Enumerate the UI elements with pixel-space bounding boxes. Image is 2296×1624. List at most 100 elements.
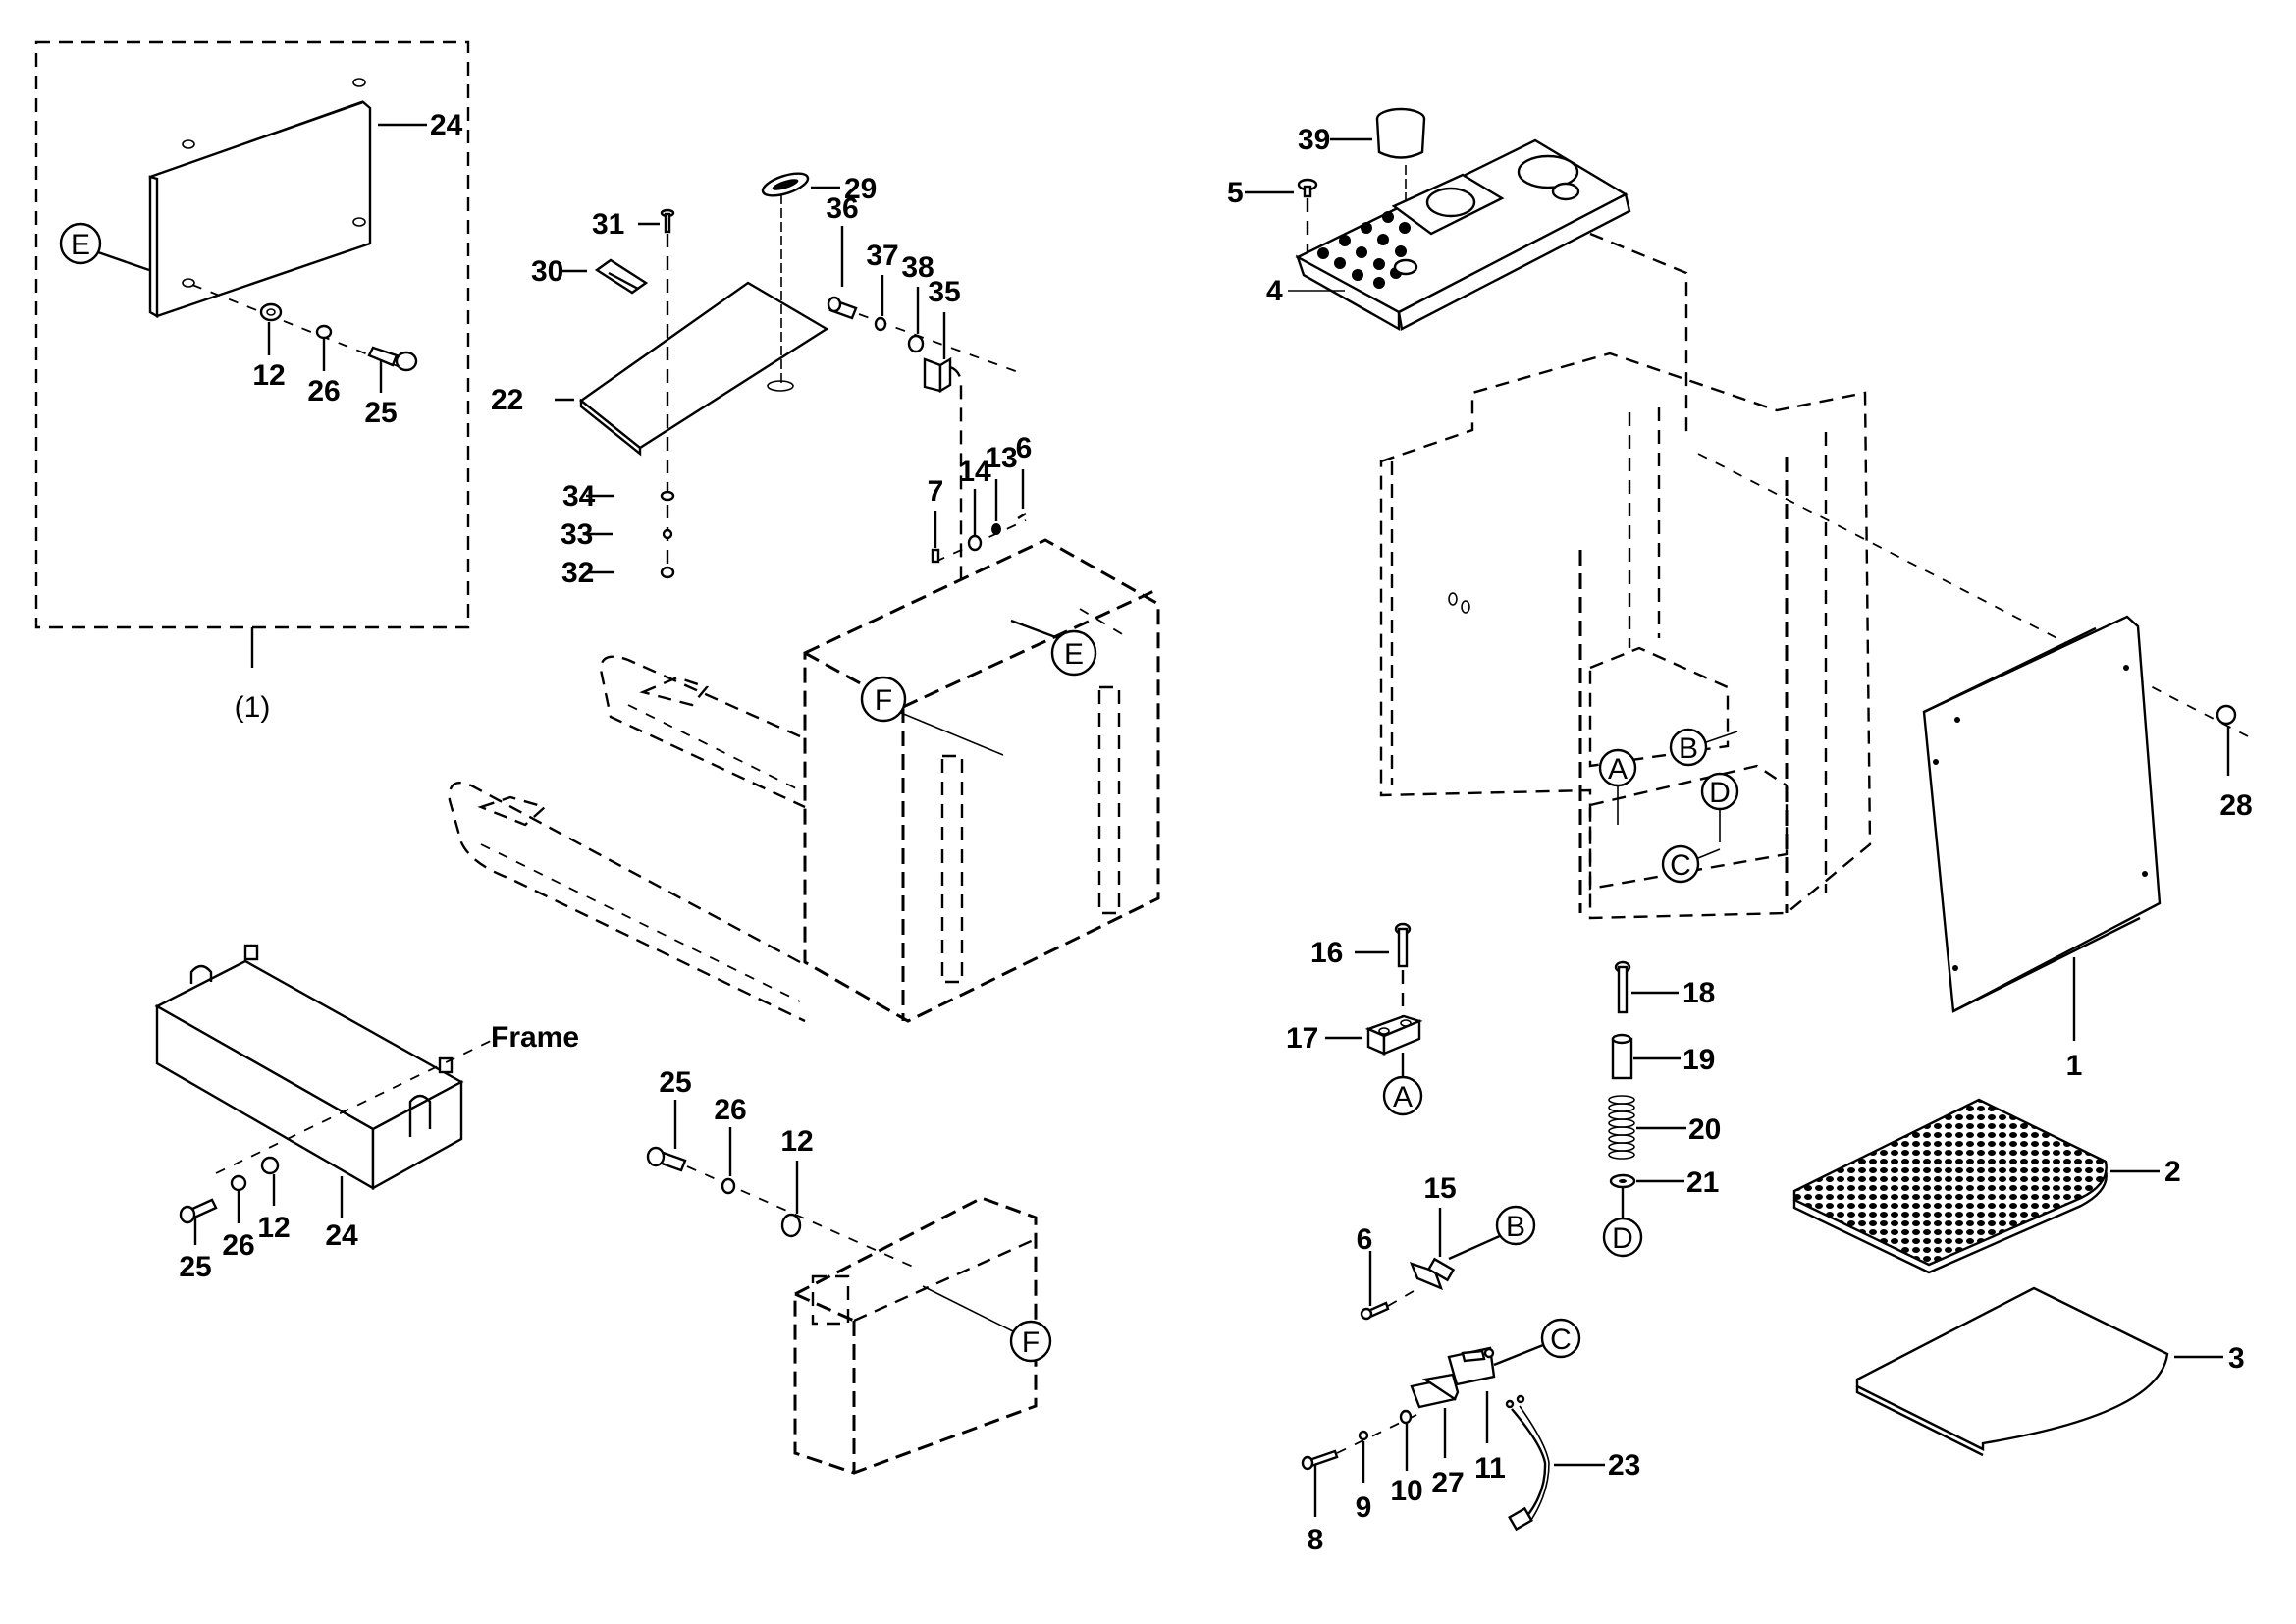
washer-icon (1399, 1409, 1413, 1425)
ref-label: A (1393, 1081, 1413, 1113)
ref-circle-e-kit (59, 222, 102, 265)
part-label: 6 (1357, 1223, 1373, 1256)
part-label: 28 (2219, 789, 2252, 822)
part-label: 24 (430, 109, 463, 141)
floor-plate (1855, 1286, 2169, 1451)
kit-label: (1) (235, 691, 271, 724)
screw-icon (931, 548, 940, 564)
ref-circle-f-frame (860, 676, 907, 723)
part-label: 4 (1266, 275, 1283, 307)
part-label: 8 (1308, 1524, 1324, 1556)
part-label: 12 (780, 1125, 813, 1158)
part-label: 26 (714, 1094, 746, 1126)
nut-icon (991, 523, 1001, 535)
washer-icon (259, 302, 283, 322)
kit-boundary (34, 40, 470, 629)
part-label: 26 (222, 1229, 254, 1262)
part-label: 20 (1688, 1113, 1721, 1146)
top-plate (579, 281, 829, 450)
part-label: 25 (179, 1251, 211, 1283)
ref-circle-e-frame (1050, 629, 1097, 677)
pin-icon (827, 296, 858, 320)
washer-icon (874, 316, 887, 332)
part-label: 13 (985, 442, 1017, 474)
floor-mat (1792, 1098, 2108, 1267)
part-label: 19 (1682, 1044, 1715, 1076)
ref-label: E (71, 229, 90, 261)
ref-circle-b-detail (1495, 1205, 1536, 1246)
washer-icon (780, 1213, 802, 1238)
microswitch-icon (1447, 1346, 1496, 1386)
part-label: 5 (1227, 177, 1244, 209)
stop-block-group: 16 17 A (1286, 922, 1423, 1116)
ref-label: D (1612, 1222, 1633, 1255)
switch-group: 8 9 10 27 11 C 23 (1301, 1318, 1640, 1556)
counterweight-group: Frame 24 12 26 25 (154, 944, 579, 1283)
part-label: 18 (1682, 977, 1715, 1009)
part-label: 23 (1608, 1449, 1640, 1482)
part-label: 25 (659, 1066, 691, 1099)
lock-washer-icon (230, 1174, 247, 1192)
part-label: 35 (928, 276, 960, 308)
washer-icon (660, 490, 675, 502)
washer-icon (260, 1156, 280, 1175)
floor-plate-group: 3 (1855, 1286, 2245, 1457)
part-label: 2 (2164, 1156, 2181, 1188)
lock-washer-icon (1358, 1430, 1369, 1441)
spring-icon (1608, 1095, 1635, 1160)
part-label: 32 (561, 557, 594, 589)
kit-1-group: (1) 24 E 12 26 25 (34, 40, 470, 724)
part-label: 39 (1298, 124, 1330, 156)
pin-bracket-icon (1409, 1257, 1456, 1291)
part-label: 14 (958, 456, 991, 488)
part-label: 29 (844, 173, 877, 205)
part-label: 9 (1356, 1491, 1372, 1524)
battery-body (793, 1196, 1038, 1475)
ref-label: D (1709, 777, 1731, 809)
ref-circle-b-body (1669, 728, 1708, 767)
bolt-icon (179, 1198, 218, 1224)
pin-bracket-group: 6 15 B (1357, 1172, 1536, 1321)
part-label: 21 (1686, 1166, 1719, 1199)
cup-holder-icon (1375, 107, 1426, 159)
battery-group: 25 26 12 F (646, 1066, 1052, 1475)
part-label: 7 (928, 475, 944, 508)
ref-label: C (1670, 849, 1691, 882)
part-label: 26 (307, 375, 340, 407)
screw-icon (2216, 704, 2237, 726)
part-label: 33 (561, 518, 593, 551)
ref-label: F (875, 684, 892, 717)
part-label: 25 (364, 397, 397, 429)
ref-label: C (1550, 1324, 1572, 1356)
top-plate-group: 22 29 31 30 34 33 32 (491, 172, 877, 589)
ref-circle-a-detail (1382, 1075, 1423, 1116)
bolt-icon (1360, 1301, 1390, 1321)
block-icon (1364, 1014, 1423, 1056)
part-label: 10 (1390, 1475, 1422, 1507)
lock-washer-icon (662, 528, 673, 540)
ref-label: F (1022, 1326, 1040, 1359)
lock-washer-icon (721, 1177, 736, 1195)
washer-icon (967, 534, 983, 552)
part-label: 11 (1474, 1452, 1506, 1485)
ref-label: A (1608, 753, 1628, 785)
frame-fasteners-group: 7 14 13 6 (928, 432, 1032, 564)
part-label: 38 (901, 251, 934, 284)
part-label: 1 (2066, 1050, 2083, 1082)
part-label: 27 (1431, 1467, 1464, 1499)
hinge-bracket-icon (923, 357, 942, 393)
wire-harness-icon (1505, 1394, 1550, 1532)
screw-icon (1017, 512, 1027, 520)
part-label: 12 (252, 359, 285, 392)
part-label: 34 (562, 480, 596, 513)
bolt-icon (1614, 960, 1631, 1014)
part-label: 12 (257, 1212, 290, 1244)
part-label: 17 (1286, 1022, 1318, 1055)
screw-icon (660, 208, 675, 234)
ref-circle-f-battery (1009, 1320, 1052, 1363)
side-panel (1922, 615, 2162, 1013)
washer-icon (907, 334, 925, 353)
spring-group: 18 19 20 21 D (1602, 960, 1721, 1258)
body-housing: A B D C (1379, 352, 2249, 920)
